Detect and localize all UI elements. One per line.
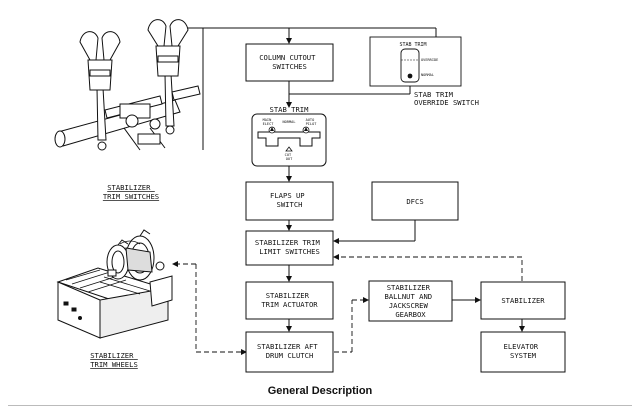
normal-position-label: NORMAL — [421, 73, 434, 77]
trim-wheels-caption: STABILIZER TRIM WHEELS — [90, 351, 138, 369]
override-switch-caption: STAB TRIM OVERRIDE SWITCH — [414, 90, 479, 107]
figure-caption: General Description — [267, 385, 373, 397]
column-cutout-label: COLUMN CUTOUT SWITCHES — [259, 53, 320, 71]
limit-switches-box — [245, 230, 334, 266]
cutout-indicator-icon — [285, 146, 293, 152]
actuator-label: STABILIZER TRIM ACTUATOR — [261, 291, 318, 309]
auto-pilot-switch-icon — [302, 126, 310, 134]
elevator-label: ELEVATOR SYSTEM — [504, 342, 543, 360]
actuator-box — [245, 281, 334, 320]
trim-switches-illustration — [54, 19, 201, 151]
ballnut-box — [368, 280, 453, 322]
main-elect-label: MAIN ELECT — [263, 118, 275, 126]
bottom-divider — [8, 405, 632, 406]
cut-out-label: CUT OUT — [285, 153, 294, 161]
dashed-connectors — [172, 254, 523, 355]
trim-wheels-illustration — [56, 229, 173, 339]
stab-trim-panel: STAB TRIM MAIN ELECT NORMAL AUTO PILOT C… — [251, 105, 327, 167]
aft-drum-label: STABILIZER AFT DRUM CLUTCH — [257, 342, 322, 360]
dfcs-box — [371, 181, 459, 221]
limit-switches-label: STABILIZER TRIM LIMIT SWITCHES — [255, 238, 324, 256]
normal-label: NORMAL — [283, 120, 296, 124]
dfcs-label: DFCS — [406, 197, 423, 206]
override-panel-title: STAB TRIM — [399, 42, 426, 48]
stabilizer-label: STABILIZER — [501, 296, 545, 305]
column-cutout-box — [245, 43, 334, 82]
main-elect-switch-icon — [268, 126, 276, 134]
flaps-up-box — [245, 181, 334, 221]
elevator-box — [480, 331, 566, 373]
ballnut-label: STABILIZER BALLNUT AND JACKSCREW GEARBOX — [385, 283, 437, 319]
flaps-up-label: FLAPS UP SWITCH — [270, 191, 309, 209]
stab-trim-title: STAB TRIM — [270, 105, 310, 114]
solid-connectors — [183, 27, 525, 332]
stabilizer-box — [480, 281, 566, 320]
aft-drum-box — [245, 331, 334, 373]
override-position-label: OVERRIDE — [421, 58, 438, 62]
trim-switches-caption: STABILIZER TRIM SWITCHES — [103, 183, 159, 201]
override-switch-panel: STAB TRIM OVERRIDE NORMAL STAB TRIM OVER… — [369, 36, 479, 107]
auto-pilot-label: AUTO PILOT — [306, 118, 318, 126]
